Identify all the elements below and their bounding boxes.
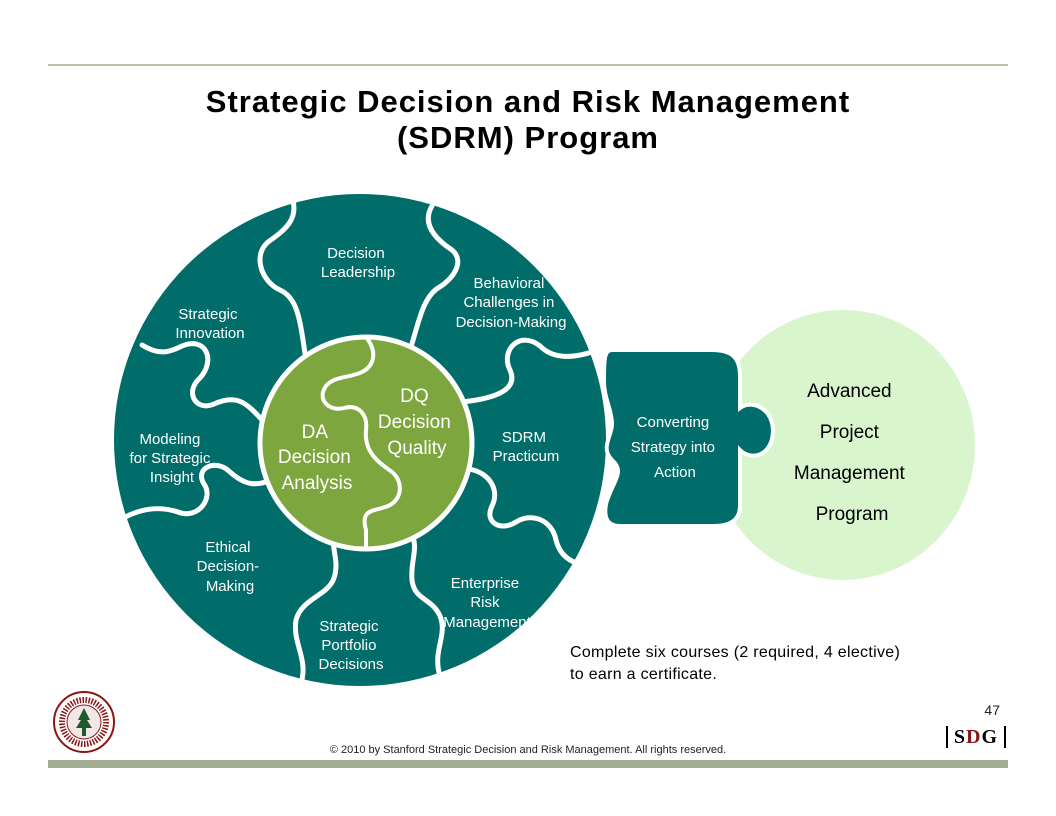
strategic-innovation-line-2: Innovation — [175, 325, 244, 342]
converting-line-3: Action — [654, 464, 696, 481]
modeling-label: Modeling for Strategic Insight — [129, 431, 214, 486]
advanced-program-circle — [711, 310, 975, 580]
advanced-line-2: Project — [820, 422, 880, 443]
ethical-line-3: Making — [206, 578, 254, 595]
puzzle-seams — [117, 195, 601, 689]
converting-line-1: Converting — [637, 414, 710, 431]
sdrm-practicum-line-1: SDRM — [502, 429, 546, 446]
modeling-line-2: for Strategic — [129, 450, 210, 467]
decision-leadership-label: Decision Leadership — [321, 245, 395, 281]
dq-line-2: Decision — [378, 412, 451, 433]
portfolio-label: Strategic Portfolio Decisions — [318, 618, 383, 673]
seam-leadership-behavioral — [402, 203, 461, 368]
seam-ethical-portfolio — [292, 532, 339, 689]
converting-line-2: Strategy into — [631, 439, 715, 456]
converting-piece — [601, 348, 775, 528]
ethical-line-1: Ethical — [205, 539, 250, 556]
seam-portfolio-erm — [407, 527, 445, 679]
modeling-line-1: Modeling — [139, 431, 200, 448]
decision-leadership-line-1: Decision — [327, 245, 385, 262]
behavioral-line-1: Behavioral — [473, 275, 544, 292]
portfolio-line-1: Strategic — [319, 618, 379, 635]
ethical-line-2: Decision- — [197, 558, 260, 575]
title-line-2: (SDRM) Program — [396, 120, 659, 155]
dq-line-3: Quality — [387, 438, 447, 459]
behavioral-line-3: Decision-Making — [456, 314, 567, 331]
strategic-innovation-label: Strategic Innovation — [175, 306, 244, 342]
strategic-innovation-line-1: Strategic — [178, 306, 238, 323]
sdrm-practicum-line-2: Practicum — [493, 448, 560, 465]
da-label: DA Decision Analysis — [278, 422, 356, 494]
logo-letter-g: G — [981, 726, 999, 748]
behavioral-line-2: Challenges in — [463, 294, 554, 311]
sdrm-practicum-label: SDRM Practicum — [493, 429, 560, 465]
dq-line-1: DQ — [400, 386, 429, 407]
seam-innovation-leadership — [257, 195, 309, 363]
portfolio-line-3: Decisions — [318, 656, 383, 673]
logo-letter-d: D — [966, 726, 982, 748]
erm-line-2: Risk — [470, 594, 500, 611]
behavioral-label: Behavioral Challenges in Decision-Making — [456, 275, 567, 331]
modeling-line-3: Insight — [150, 469, 195, 486]
seam-modeling-ethical — [117, 462, 275, 523]
stanford-seal-icon — [53, 691, 115, 753]
advanced-line-3: Management — [794, 463, 906, 484]
seam-innovation-modeling — [139, 341, 265, 423]
certificate-note: Complete six courses (2 required, 4 elec… — [570, 642, 990, 686]
core-seam — [320, 335, 402, 549]
note-line-2: to earn a certificate. — [570, 666, 718, 683]
converting-label: Converting Strategy into Action — [631, 414, 719, 481]
logo-letter-s: S — [953, 726, 967, 748]
top-rule — [48, 64, 1008, 66]
da-line-3: Analysis — [282, 473, 353, 494]
title-line-1: Strategic Decision and Risk Management — [205, 84, 851, 119]
erm-label: Enterprise Risk Management — [443, 575, 531, 631]
page-number: 47 — [984, 702, 1000, 718]
decision-leadership-line-2: Leadership — [321, 264, 395, 281]
note-line-1: Complete six courses (2 required, 4 elec… — [570, 644, 901, 661]
dq-label: DQ Decision Quality — [378, 386, 456, 459]
da-line-1: DA — [302, 422, 329, 443]
bottom-rule — [48, 760, 1008, 768]
erm-line-3: Management — [443, 614, 531, 631]
portfolio-line-2: Portfolio — [321, 637, 376, 654]
advanced-line-4: Program — [816, 504, 889, 525]
advanced-line-1: Advanced — [807, 381, 892, 402]
ethical-label: Ethical Decision- Making — [197, 539, 264, 595]
da-line-2: Decision — [278, 447, 351, 468]
seam-behavioral-practicum — [459, 337, 601, 405]
copyright-text: © 2010 by Stanford Strategic Decision an… — [329, 744, 727, 756]
advanced-program-label: Advanced Project Management Program — [794, 381, 910, 525]
erm-line-1: Enterprise — [451, 575, 519, 592]
sdg-logo: SDG — [946, 726, 1006, 748]
seam-practicum-erm — [459, 465, 599, 569]
slide-title: Strategic Decision and Risk Management (… — [0, 84, 1056, 156]
